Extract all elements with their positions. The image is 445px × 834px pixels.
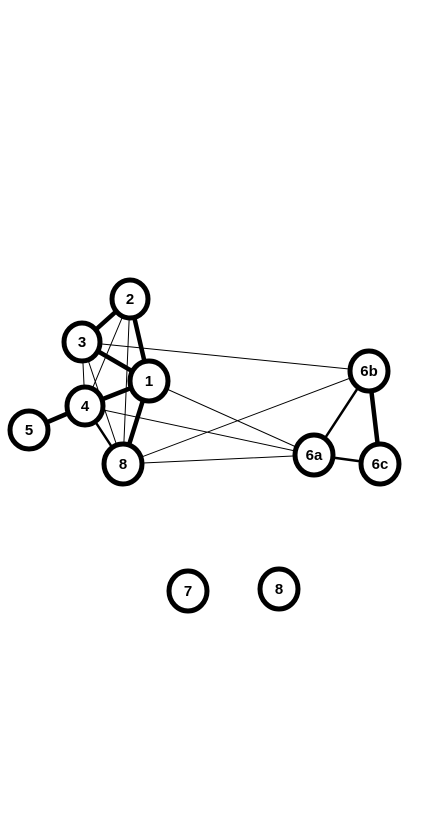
node-circle [101,441,145,487]
node-n7: 7 [166,568,210,614]
node-circle [109,277,151,321]
node-label: 7 [184,583,192,600]
node-circle [127,358,171,404]
node-circle [64,384,106,428]
edge-n8a-n6a [122,454,315,465]
node-label: 8 [275,581,283,598]
node-n2: 2 [109,277,151,321]
edge-n8a-n6b [122,370,370,465]
node-circle [358,441,402,487]
edge-n1-n6a [148,380,315,456]
edge-n4-n6a [84,405,315,456]
node-n3: 3 [61,320,103,364]
node-label: 1 [145,373,153,390]
node-label: 3 [78,334,86,351]
nodes-layer: 2 3 1 4 5 8 6b 6a 6c 7 8 [7,277,402,614]
node-n8a: 8 [101,441,145,487]
node-label: 6b [360,363,378,380]
node-circle [7,408,51,452]
node-n6a: 6a [292,432,336,478]
node-label: 8 [119,456,127,473]
node-circle [347,348,391,394]
edge-n2-n8a [122,298,131,465]
node-n4: 4 [64,384,106,428]
node-label: 2 [126,291,134,308]
node-circle [166,568,210,614]
node-label: 6a [306,447,323,464]
node-n1: 1 [127,358,171,404]
node-n6b: 6b [347,348,391,394]
node-circle [292,432,336,478]
node-label: 6c [372,456,389,473]
node-n5: 5 [7,408,51,452]
node-label: 4 [81,398,90,415]
node-n6c: 6c [358,441,402,487]
node-label: 5 [25,422,33,439]
edge-n3-n6b [81,341,370,372]
node-n8b: 8 [257,566,301,612]
node-circle [257,566,301,612]
node-circle [61,320,103,364]
